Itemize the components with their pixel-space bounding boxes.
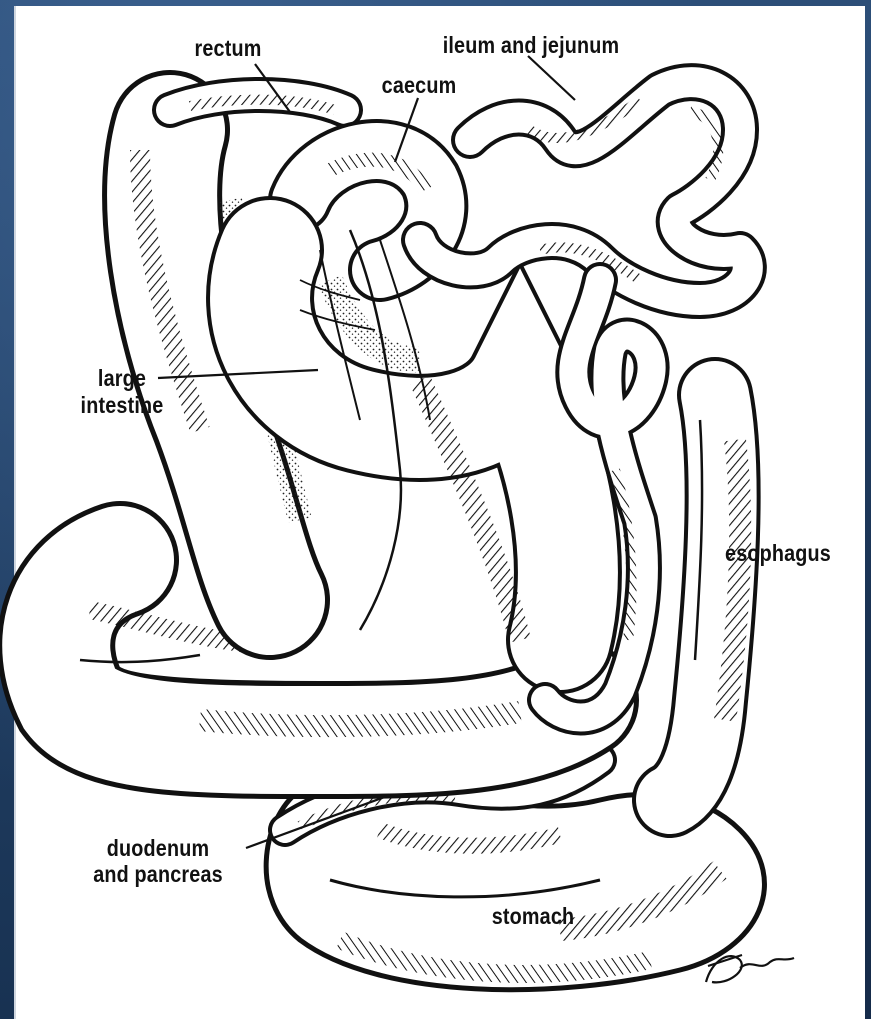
label-duodenum-line1: duodenum (84, 836, 232, 860)
label-rectum: rectum (180, 36, 276, 60)
artist-signature (706, 955, 794, 982)
label-large-intestine-line2: intestine (64, 393, 181, 417)
label-large-intestine-line1: large (74, 366, 170, 390)
label-duodenum-line2: and pancreas (67, 862, 249, 886)
label-esophagus: esophagus (714, 541, 843, 565)
label-ileum-jejunum: ileum and jejunum (414, 33, 648, 57)
label-caecum: caecum (364, 73, 474, 97)
label-stomach: stomach (472, 904, 594, 928)
esophagus-shape (670, 395, 740, 800)
